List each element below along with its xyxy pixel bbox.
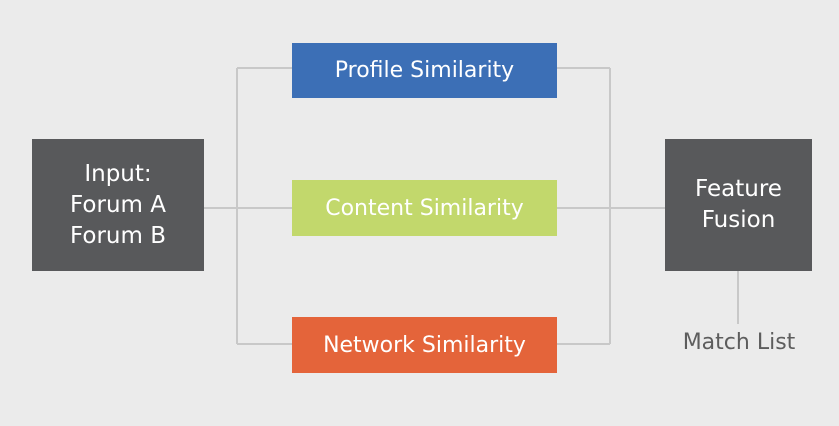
network-similarity-label: Network Similarity	[323, 332, 526, 358]
input-node-line-3: Forum B	[69, 222, 166, 249]
input-node-line-2: Forum A	[70, 191, 166, 218]
input-node-line-1: Input:	[84, 160, 152, 187]
profile-similarity-node: Profile Similarity	[292, 43, 557, 98]
fusion-node-line-2: Fusion	[701, 207, 776, 233]
network-similarity-node: Network Similarity	[292, 317, 557, 373]
content-similarity-node: Content Similarity	[292, 180, 557, 236]
content-similarity-label: Content Similarity	[325, 195, 524, 221]
profile-similarity-label: Profile Similarity	[334, 58, 515, 83]
fusion-node-line-1: Feature	[695, 176, 782, 202]
feature-fusion-node: Feature Fusion	[665, 139, 812, 271]
input-node: Input: Forum A Forum B	[32, 139, 204, 271]
match-list-label: Match List	[682, 330, 796, 355]
